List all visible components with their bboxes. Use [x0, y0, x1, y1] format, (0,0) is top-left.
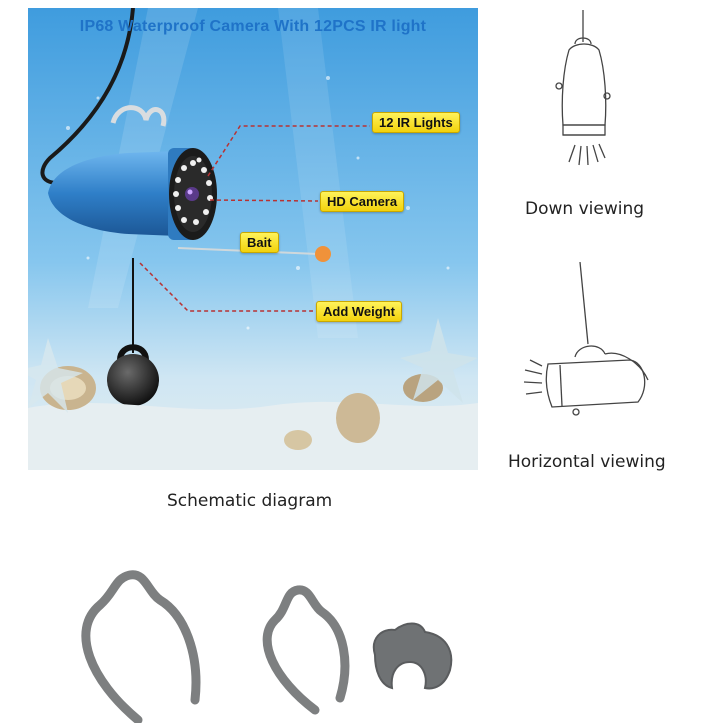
callout-bait: Bait — [240, 232, 279, 253]
photo-title: IP68 Waterproof Camera With 12PCS IR lig… — [79, 18, 427, 35]
caption-down-viewing: Down viewing — [525, 199, 645, 219]
product-photo: IP68 Waterproof Camera With 12PCS IR lig… — [28, 8, 478, 470]
caption-horizontal-viewing: Horizontal viewing — [508, 452, 666, 472]
callout-add-weight: Add Weight — [316, 301, 402, 322]
callout-ir-lights: 12 IR Lights — [372, 112, 460, 133]
mounting-clips — [81, 570, 453, 723]
medium-clip — [262, 585, 350, 715]
callout-hd-camera: HD Camera — [320, 191, 405, 212]
large-clip — [81, 570, 201, 723]
caption-schematic: Schematic diagram — [167, 491, 333, 511]
small-clip — [372, 622, 453, 690]
horizontal-viewing-sketch — [523, 262, 649, 416]
underwater-scene — [28, 8, 478, 470]
down-viewing-sketch — [555, 10, 611, 166]
seashells — [28, 318, 478, 450]
